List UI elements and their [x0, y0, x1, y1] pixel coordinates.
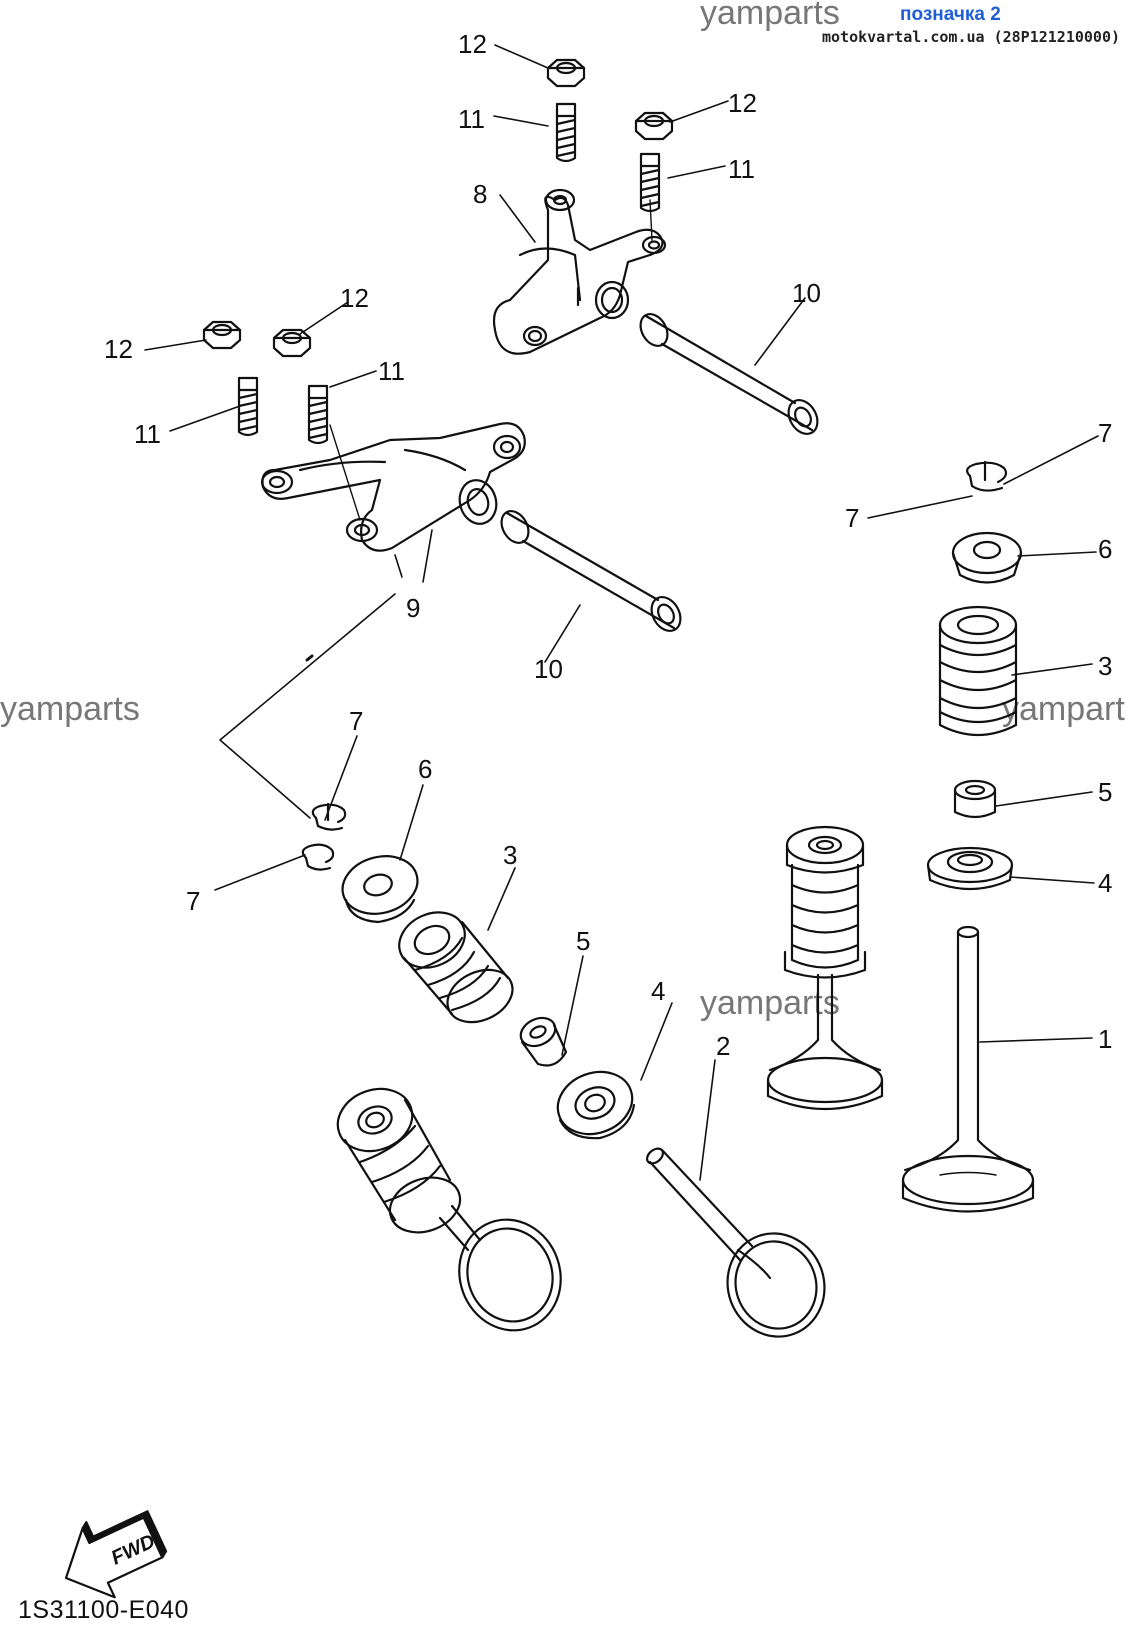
callout-11: 11 — [134, 419, 161, 449]
valve-2 — [646, 1147, 826, 1338]
callout-11: 11 — [458, 104, 485, 134]
leader-lines — [144, 44, 1099, 1181]
valve-assembly-center — [766, 825, 884, 1111]
callout-4: 4 — [1098, 868, 1112, 898]
site-label: motokvartal.com.ua (28P121210000) — [822, 28, 1121, 46]
callout-10: 10 — [534, 654, 563, 684]
keeper-7-right — [966, 460, 1008, 492]
keeper-7-left-a — [311, 802, 347, 831]
seal-5-right — [953, 779, 997, 819]
rocker-shaft-10-upper — [639, 313, 819, 435]
callout-7: 7 — [349, 706, 363, 736]
screw-11-left-a — [237, 376, 259, 437]
callout-10: 10 — [792, 278, 821, 308]
diagram-code: 1S31100-E040 — [18, 1596, 189, 1624]
callout-7: 7 — [186, 886, 200, 916]
screw-11-top — [555, 102, 577, 163]
nut-12-left-a — [202, 320, 242, 350]
callout-12: 12 — [458, 29, 487, 59]
seat-4-left — [556, 1070, 636, 1140]
retainer-6-right — [951, 531, 1023, 584]
callout-7: 7 — [1098, 418, 1112, 448]
callout-12: 12 — [340, 283, 369, 313]
nut-12-right — [634, 111, 674, 141]
callout-3: 3 — [1098, 651, 1112, 681]
callout-2: 2 — [716, 1031, 730, 1061]
screw-11-left-b — [307, 384, 329, 445]
callout-5: 5 — [576, 926, 590, 956]
valve-assembly-left — [336, 1087, 562, 1332]
rocker-shaft-10-lower — [500, 510, 682, 632]
callout-1: 1 — [1098, 1024, 1112, 1054]
retainer-6-left — [341, 855, 419, 924]
spring-3-left — [398, 911, 514, 1024]
callout-11: 11 — [378, 356, 405, 386]
nut-12-top — [546, 58, 586, 88]
callout-5: 5 — [1098, 777, 1112, 807]
rocker-arm-8 — [492, 188, 667, 355]
callout-6: 6 — [418, 754, 432, 784]
valve-1 — [901, 925, 1035, 1213]
callout-11: 11 — [728, 154, 755, 184]
seal-5-left — [519, 1016, 568, 1067]
bookmark-link[interactable]: позначка 2 — [900, 4, 1001, 25]
keeper-7-left-b — [301, 843, 335, 871]
rocker-arm-9 — [260, 422, 526, 552]
callout-3: 3 — [503, 840, 517, 870]
callout-4: 4 — [651, 976, 665, 1006]
fwd-arrow-icon: FWD — [64, 1510, 168, 1599]
callout-6: 6 — [1098, 534, 1112, 564]
callout-9: 9 — [406, 593, 420, 623]
watermark-left: yamparts — [0, 690, 140, 728]
watermark-right: yampart — [1002, 690, 1125, 728]
callout-7: 7 — [845, 503, 859, 533]
spring-3-right — [938, 605, 1018, 737]
watermark-center: yamparts — [700, 984, 840, 1022]
callout-8: 8 — [473, 179, 487, 209]
callout-12: 12 — [728, 88, 757, 118]
seat-4-right — [926, 846, 1014, 891]
nut-12-left-b — [272, 328, 312, 358]
callout-12: 12 — [104, 334, 133, 364]
watermark-top: yamparts — [700, 0, 840, 32]
